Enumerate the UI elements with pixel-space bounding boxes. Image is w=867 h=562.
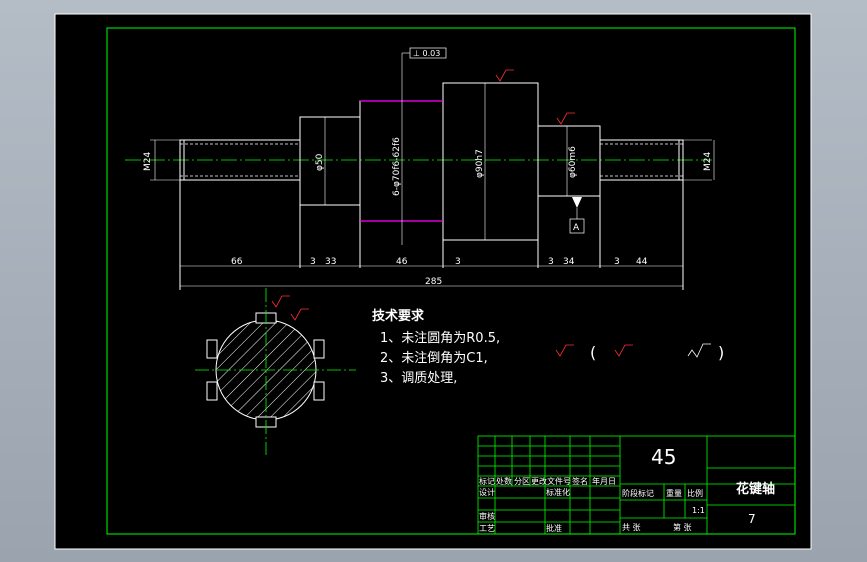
dim-total: 285 [425,277,442,287]
datum-triangle [572,197,582,208]
dim-3a: 3 [310,257,316,267]
spline-root-lines [360,100,443,222]
dim-3b: 3 [455,257,461,267]
dim-33: 33 [325,257,336,267]
dia-50-label: φ50 [315,153,325,171]
tb-stage: 阶段标记 [622,488,654,498]
dim-3d: 3 [614,257,620,267]
thread-left-label: M24 [143,152,153,171]
thread-lines [180,143,683,177]
drawing-frame [106,27,796,535]
dia-90-label: φ90h7 [475,149,485,178]
tb-weight: 重量 [666,488,682,498]
tb-mark: 标记 [479,476,495,486]
roughness-rest-symbol [687,343,711,358]
notes-title: 技术要求 [372,308,425,324]
thread-right-label: M24 [703,152,713,171]
shaft-outline [179,82,684,290]
material-label: 45 [651,445,676,469]
tb-sheets: 共 张 [622,523,641,532]
tb-change: 更改文件号 [531,476,571,486]
paren-open: ( [590,343,596,362]
tb-sign: 签名 [572,476,588,486]
dia-60-label: φ60m6 [568,146,578,178]
drawing-no: 7 [748,512,756,526]
notes-line2: 2、未注倒角为C1, [380,351,488,366]
notes-line3: 3、调质处理, [380,371,457,386]
geo-tol-label: ⊥ 0.03 [413,49,440,58]
spline-section [195,288,356,455]
tb-date: 年月日 [592,476,616,486]
tb-process: 工艺 [479,524,495,533]
paren-close: ) [718,343,724,362]
length-dim-lines [180,265,683,287]
diameter-dim-lines [154,83,715,245]
tb-approve: 批准 [546,523,562,533]
dim-46: 46 [396,257,408,267]
datum-label: A [573,223,580,233]
datum-box [569,218,585,234]
tb-count: 处数 [496,476,512,486]
tb-scale: 比例 [687,488,703,498]
tb-std: 标准化 [546,487,570,497]
dim-34: 34 [563,257,575,267]
roughness-symbols [271,69,633,357]
drawing-sheet[interactable] [55,14,811,549]
tb-zone: 分区 [514,477,530,486]
notes-line1: 1、未注圆角为R0.5, [380,331,500,346]
tb-review: 审核 [479,511,495,521]
tb-scale-value: 1:1 [692,506,705,515]
tb-sheet-no: 第 张 [673,522,692,532]
part-name: 花键轴 [736,481,775,497]
spline-label: 6-φ70f6-62f6 [392,137,402,196]
sheet-border [54,13,812,550]
dim-3c: 3 [548,257,554,267]
dim-66: 66 [231,257,243,267]
title-block [477,435,796,535]
tb-design: 设计 [479,487,495,497]
dim-44: 44 [636,257,648,267]
